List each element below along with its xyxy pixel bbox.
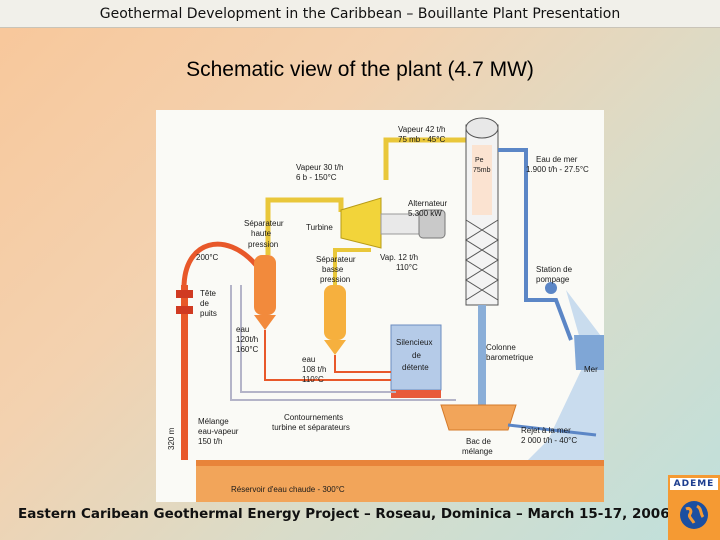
label-temp200: 200°C (196, 253, 219, 262)
mixing-tank (440, 404, 517, 431)
plant-schematic: Vapeur 42 t/h 75 mb - 45°C Vapeur 30 t/h… (156, 110, 604, 502)
label-pe-1: Pe (475, 157, 484, 164)
label-eau120-2: 120t/h (236, 335, 258, 344)
label-silencieux-1: Silencieux (396, 338, 432, 347)
label-eau-mer-2: 1.900 t/h - 27.5°C (526, 165, 589, 174)
label-eau108-1: eau (302, 355, 315, 364)
bypass-pipe-2 (240, 285, 396, 393)
hp-separator-bottom (254, 315, 276, 330)
column-truss-1 (465, 219, 499, 301)
label-mer: Mer (584, 365, 598, 374)
label-pompage-1: Station de (536, 265, 573, 274)
alternator (418, 209, 446, 239)
sea-shape (486, 290, 604, 502)
label-contournements-1: Contournements (284, 413, 343, 422)
hp-steam-pipe (265, 197, 344, 255)
label-contournements-2: turbine et séparateurs (272, 423, 350, 432)
silencer-base (391, 390, 441, 398)
label-sep-bp-1: Séparateur (316, 255, 356, 264)
reservoir-top (196, 460, 604, 466)
label-tete-1: Tête (200, 289, 217, 298)
hp-separator (254, 255, 276, 315)
lp-water-pipe (334, 355, 391, 373)
label-pe-2: 75mb (473, 167, 491, 174)
discharge-pipe (507, 423, 597, 437)
label-silencieux-2: de (412, 351, 421, 360)
bypass-pipe-1 (230, 285, 456, 401)
label-melange-1: Mélange (198, 417, 229, 426)
schematic-svg: Vapeur 42 t/h 75 mb - 45°C Vapeur 30 t/h… (167, 117, 604, 502)
label-alternateur-1: Alternateur (408, 199, 447, 208)
label-eau-mer-1: Eau de mer (536, 155, 578, 164)
label-turbine: Turbine (306, 223, 333, 232)
label-eau108-2: 108 t/h (302, 365, 326, 374)
label-vap12-1: Vap. 12 t/h (380, 253, 418, 262)
label-melange-3: 150 t/h (198, 437, 222, 446)
turbine (340, 197, 382, 249)
globe-icon (680, 501, 708, 529)
label-melange-2: eau-vapeur (198, 427, 239, 436)
ademe-logo-text: ADEME (670, 478, 718, 490)
label-sep-hp-2: haute (251, 229, 272, 238)
label-bac-2: mélange (462, 447, 493, 456)
condenser-dome (465, 117, 499, 139)
label-pompage-2: pompage (536, 275, 570, 284)
label-colonne-1: Colonne (486, 343, 516, 352)
label-tete-3: puits (200, 309, 217, 318)
label-vap12-2: 110°C (396, 263, 418, 272)
label-sep-hp-1: Séparateur (244, 219, 284, 228)
label-rejet-1: Rejet à la mer (521, 426, 571, 435)
lp-separator (324, 285, 346, 340)
label-sep-bp-3: pression (320, 275, 350, 284)
label-sep-hp-3: pression (248, 240, 278, 249)
barometric-leg (478, 305, 486, 415)
label-depth: 320 m (167, 427, 176, 450)
wellhead-valve-2 (176, 306, 193, 314)
condenser-core (472, 145, 492, 215)
label-vapeur30-1: Vapeur 30 t/h (296, 163, 343, 172)
label-alternateur-2: 5.300 kW (408, 209, 442, 218)
column-truss-2 (465, 219, 499, 301)
wellhead-valve-1 (176, 290, 193, 298)
ademe-logo: ADEME (668, 475, 720, 540)
label-silencieux-3: détente (402, 363, 429, 372)
label-rejet-2: 2 000 t/h - 40°C (521, 436, 577, 445)
well-pipe (181, 285, 188, 460)
pipe-to-separator (181, 241, 258, 289)
label-eau120-1: eau (236, 325, 249, 334)
hp-water-pipe (264, 330, 391, 381)
label-vapeur30-2: 6 b - 150°C (296, 173, 337, 182)
silencer (390, 324, 442, 391)
sea-water (574, 335, 604, 370)
label-bac-1: Bac de (466, 437, 491, 446)
pump-icon (545, 282, 557, 294)
label-tete-2: de (200, 299, 209, 308)
label-colonne-2: barometrique (486, 353, 534, 362)
header-bar: Geothermal Development in the Caribbean … (0, 0, 720, 28)
header-title: Geothermal Development in the Caribbean … (99, 5, 621, 22)
lp-steam-pipe (333, 248, 371, 285)
label-eau108-3: 110°C (302, 375, 324, 384)
reservoir (196, 460, 604, 502)
label-vapeur42-2: 75 mb - 45°C (398, 135, 445, 144)
label-sep-bp-2: basse (322, 265, 344, 274)
seawater-pipe (498, 148, 573, 341)
label-vapeur42-1: Vapeur 42 t/h (398, 125, 445, 134)
slide-title: Schematic view of the plant (4.7 MW) (186, 58, 534, 81)
label-reservoir: Réservoir d'eau chaude - 300°C (231, 485, 345, 494)
lp-separator-bottom (324, 340, 346, 355)
label-eau120-3: 160°C (236, 345, 259, 354)
footer-text: Eastern Caribean Geothermal Energy Proje… (18, 506, 670, 522)
